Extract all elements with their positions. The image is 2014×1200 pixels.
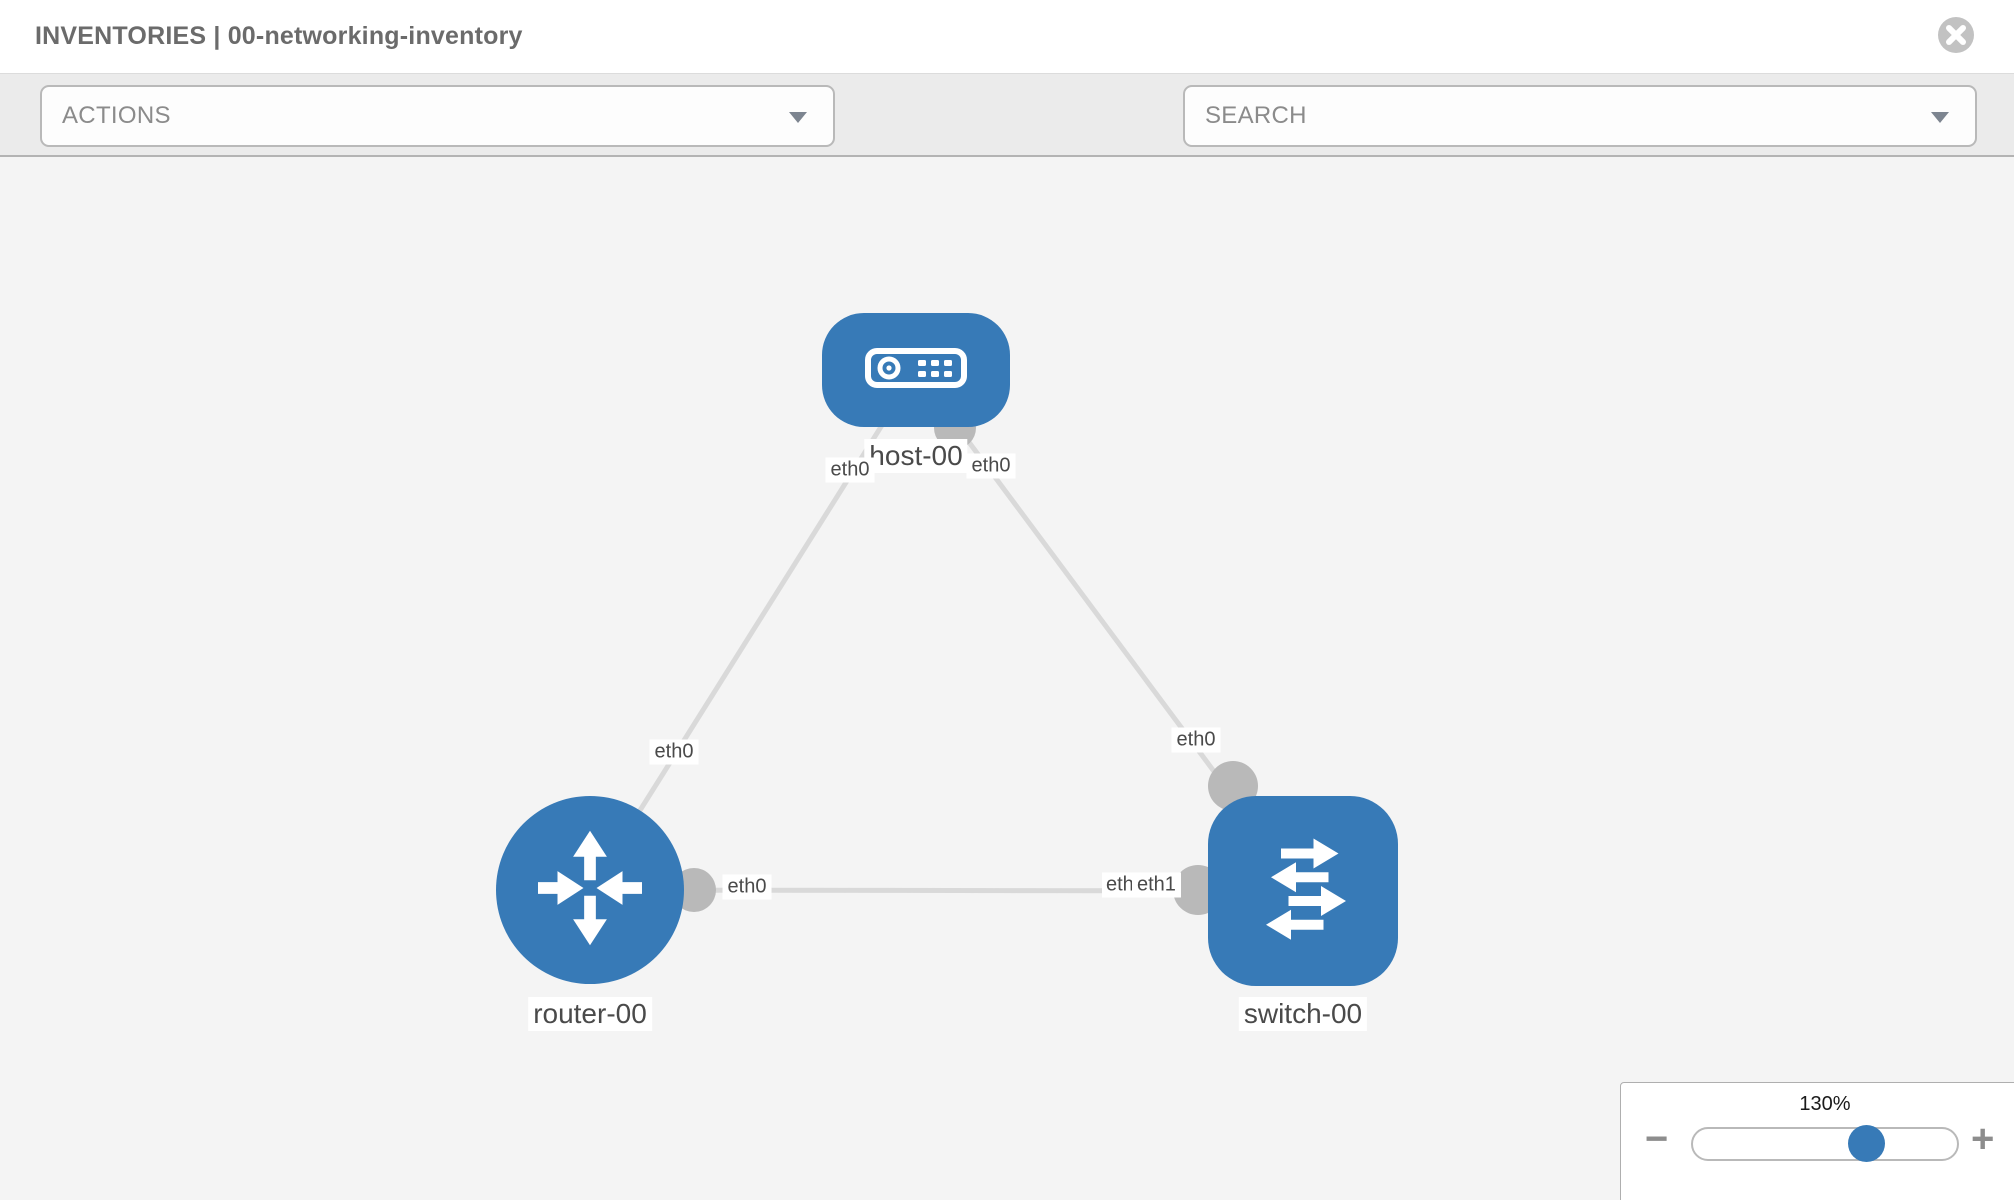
node-label-switch: switch-00	[1238, 997, 1368, 1031]
switch-icon	[1241, 826, 1366, 956]
interface-label: eth0	[649, 739, 699, 765]
zoom-in-button plus-icon[interactable]: +	[1971, 1117, 1995, 1161]
close-icon[interactable]	[1936, 15, 1976, 55]
toolbar: ACTIONS SEARCH	[0, 73, 2014, 211]
zoom-level-value: 130%	[1799, 1093, 1851, 1115]
chevron-down-icon	[789, 112, 807, 123]
interface-label: eth0	[1102, 872, 1132, 898]
zoom-slider-knob[interactable]	[1848, 1125, 1885, 1162]
node-switch-00[interactable]	[1208, 796, 1398, 986]
interface-label: eth1	[1132, 872, 1181, 898]
search-dropdown-label: SEARCH	[1205, 102, 1307, 129]
page-title: INVENTORIES | 00-networking-inventory	[35, 22, 523, 50]
zoom-out-button minus-icon[interactable]: −	[1645, 1117, 1669, 1161]
interface-label: eth0	[966, 453, 1016, 479]
interface-label: eth0	[825, 457, 875, 483]
actions-dropdown-label: ACTIONS	[62, 102, 171, 129]
router-icon	[525, 823, 655, 958]
node-router-00[interactable]	[496, 796, 684, 984]
topology-canvas[interactable]: host-00 router-00 switch-00 eth0 eth0 et…	[0, 157, 2014, 1200]
header-bar: INVENTORIES | 00-networking-inventory	[0, 0, 2014, 73]
zoom-control-panel: 130% − +	[1620, 1082, 2014, 1200]
node-label-host: host-00	[864, 439, 968, 473]
actions-dropdown[interactable]: ACTIONS	[40, 85, 835, 147]
host-icon	[865, 347, 967, 393]
chevron-down-icon	[1931, 112, 1949, 123]
interface-label: eth0	[722, 874, 772, 900]
node-label-router: router-00	[528, 997, 652, 1031]
zoom-slider[interactable]	[1691, 1125, 1959, 1162]
interface-label: eth0	[1171, 727, 1221, 753]
node-host-00[interactable]	[822, 313, 1010, 427]
topology-edges	[587, 369, 1306, 894]
search-dropdown[interactable]: SEARCH	[1183, 85, 1977, 147]
